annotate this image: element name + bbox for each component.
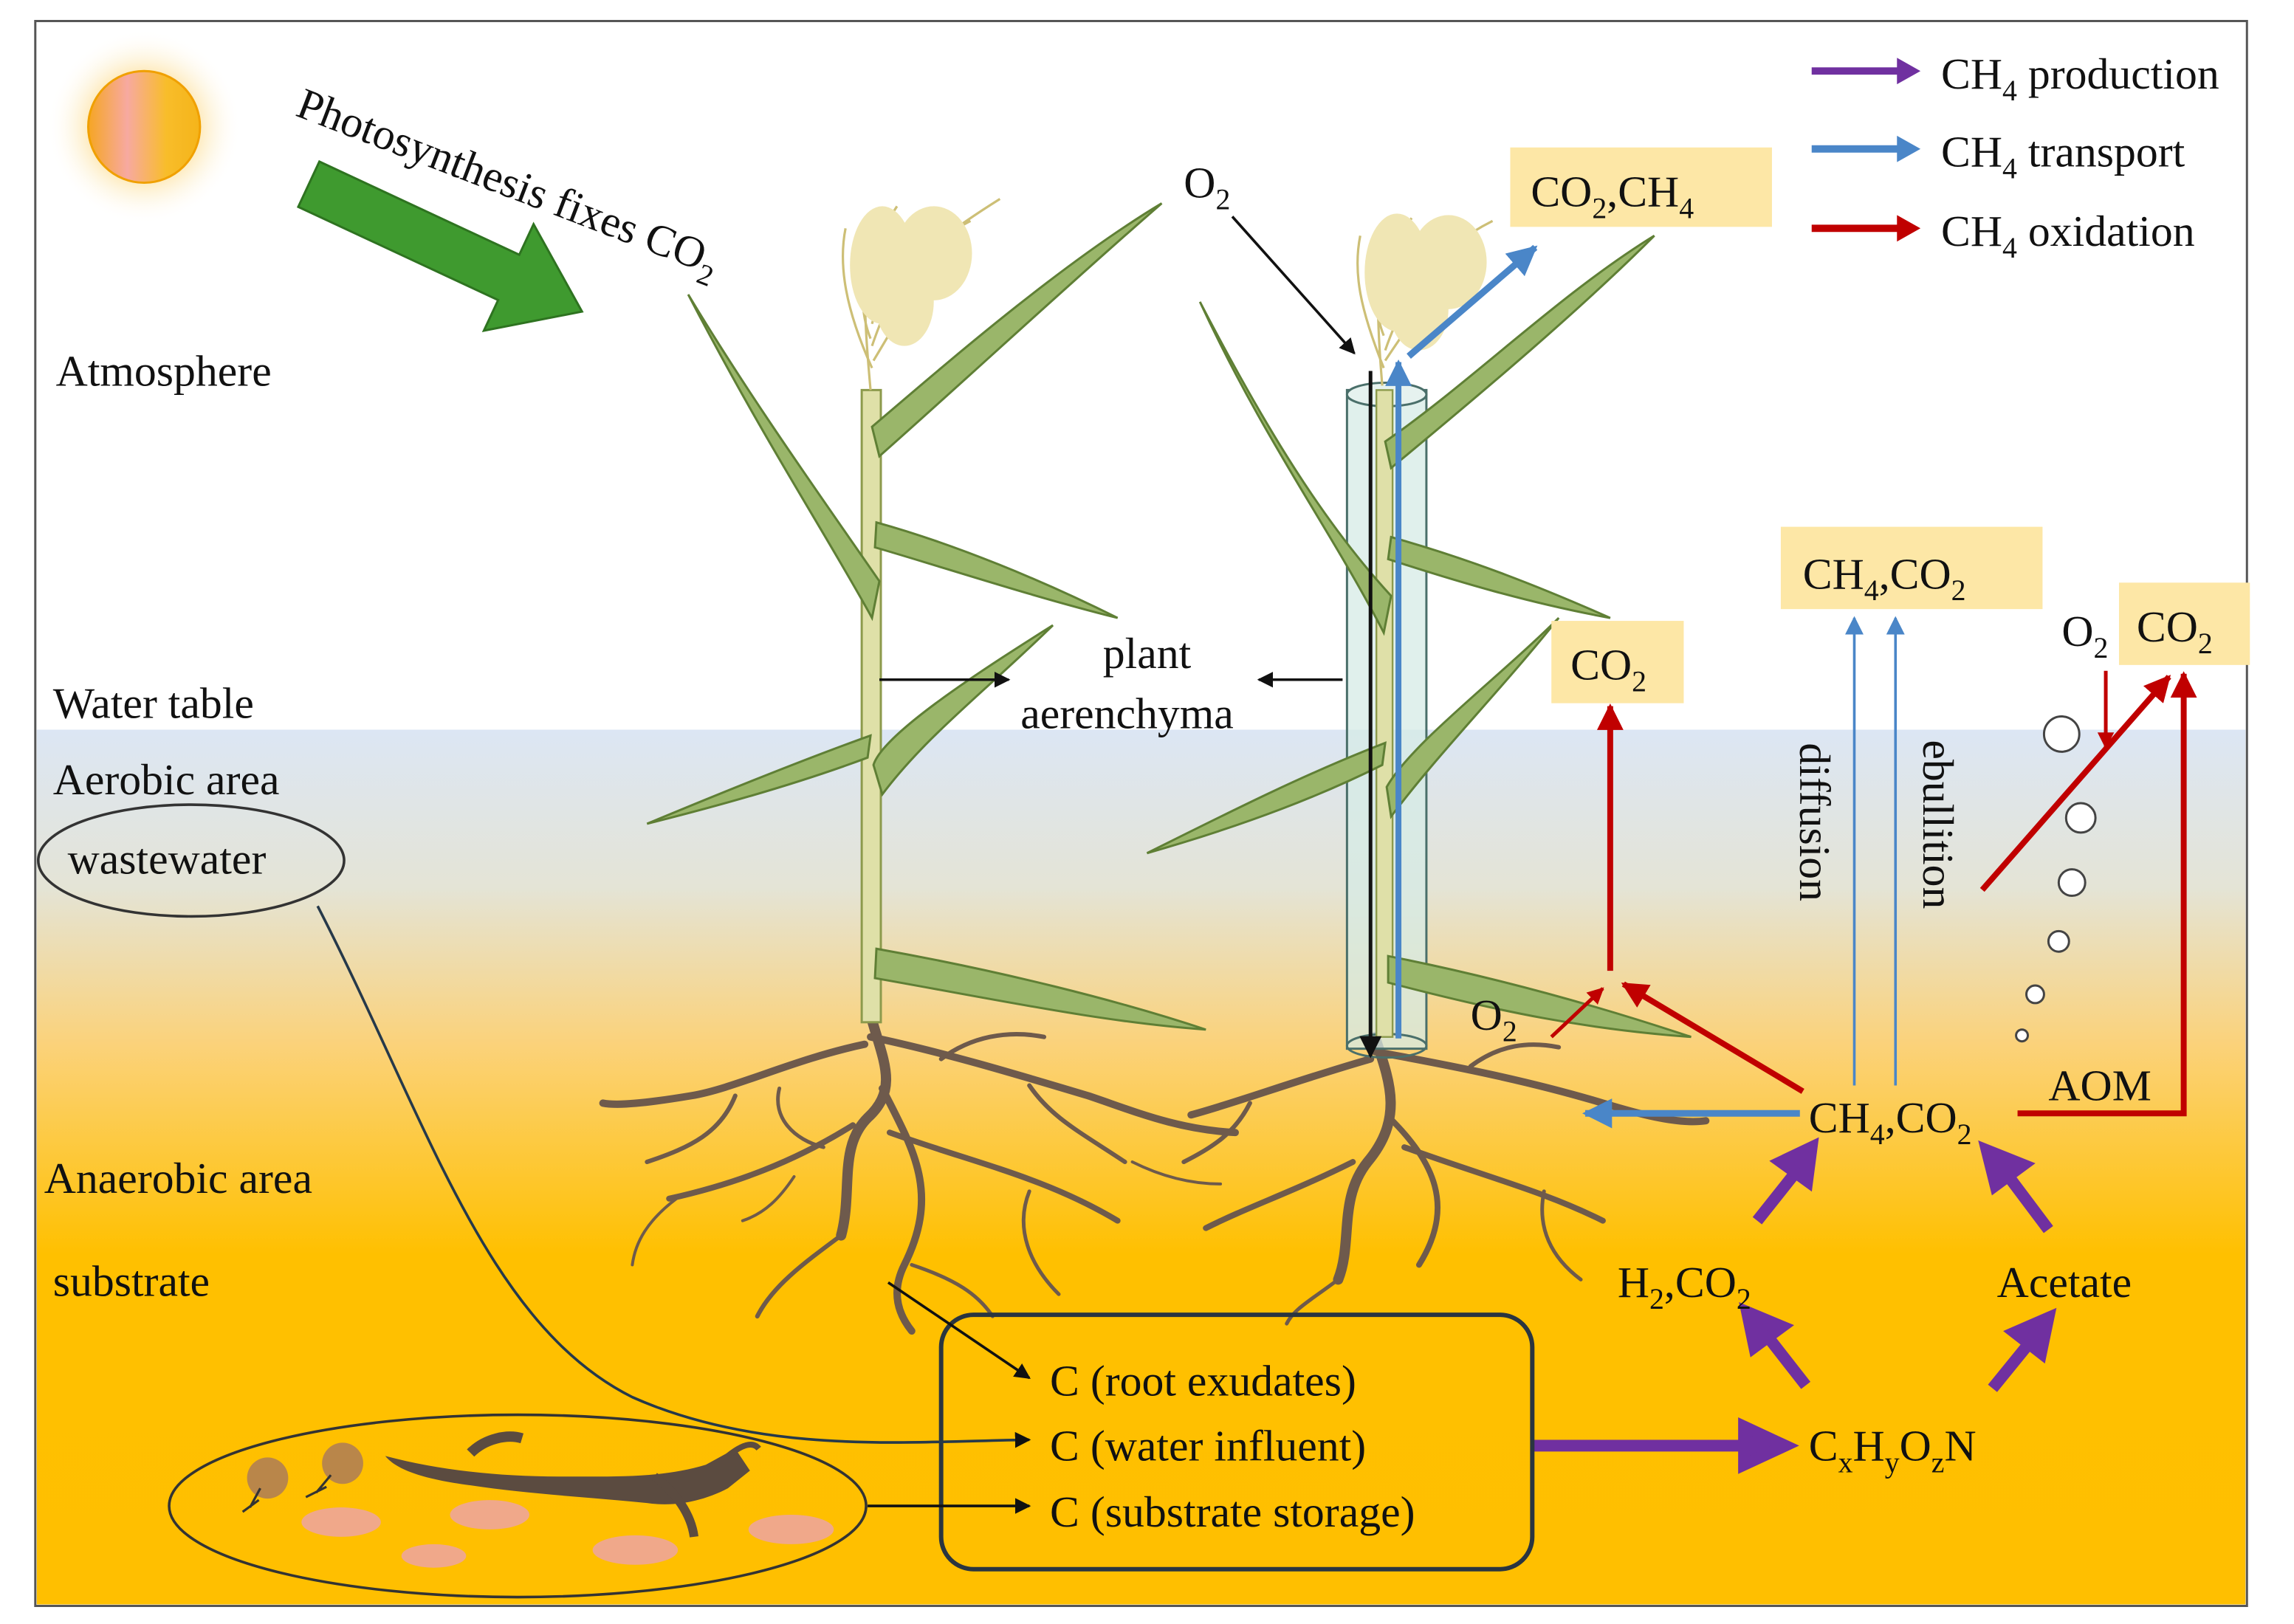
co2-box-right xyxy=(2118,582,2250,665)
photosynthesis-arrow xyxy=(296,159,584,333)
reed-plant-left xyxy=(599,198,1239,1335)
acetate-label: Acetate xyxy=(1997,1258,2132,1307)
o2-label-right: O2 xyxy=(2061,607,2108,664)
wastewater-pointer xyxy=(316,905,1031,1448)
legend-production: CH4 production xyxy=(1941,49,2219,107)
production-arrows xyxy=(1534,1137,2057,1474)
root-exudates-pointer xyxy=(887,1281,1031,1380)
emission-box-co2-ch4-label: CO2,CH4 xyxy=(1531,167,1694,224)
bubble-oxidation-arrow xyxy=(1979,675,2171,892)
o2-label-top: O2 xyxy=(1184,158,1230,216)
water-table-label: Water table xyxy=(53,679,254,728)
co2-box-left xyxy=(1551,621,1684,703)
emission-box-ch4-co2-label: CH4,CO2 xyxy=(1803,549,1966,607)
co2-box-right-label: CO2 xyxy=(2137,602,2213,660)
o2-into-plant-arrow xyxy=(1231,216,1356,355)
wastewater-ellipse xyxy=(36,803,346,918)
legend: CH4 production CH4 transport CH4 oxidati… xyxy=(1811,49,2219,264)
wastewater-label: wastewater xyxy=(68,835,267,884)
atmosphere-label: Atmosphere xyxy=(56,346,272,395)
legend-oxidation: CH4 oxidation xyxy=(1941,207,2195,264)
diffusion-label: diffusion xyxy=(1790,743,1839,901)
h2-co2-label: H2,CO2 xyxy=(1618,1258,1751,1315)
ch4-oxidation-diagonal-arrow xyxy=(1621,981,1804,1094)
emission-box-ch4-co2 xyxy=(1780,526,2043,610)
carbon-root-exudates: C (root exudates) xyxy=(1050,1357,1356,1405)
aerobic-area-label: Aerobic area xyxy=(53,755,280,804)
anaerobic-area-label: Anaerobic area xyxy=(44,1154,312,1202)
o2-aerobic-arrow xyxy=(1550,987,1604,1039)
ebullition-label: ebullition xyxy=(1914,740,1962,909)
legend-transport: CH4 transport xyxy=(1941,128,2185,185)
co2-box-left-label: CO2 xyxy=(1570,641,1646,698)
substrate-label: substrate xyxy=(53,1256,210,1305)
carbon-water-influent: C (water influent) xyxy=(1050,1421,1366,1470)
ebullition-bubbles xyxy=(2015,715,2097,1043)
substrate-storage-ellipse xyxy=(168,1413,868,1599)
aom-arrow xyxy=(2017,671,2197,1117)
organic-matter-label: CxHyOzN xyxy=(1809,1421,1977,1479)
aom-label: AOM xyxy=(2048,1061,2151,1109)
o2-label-aerobic: O2 xyxy=(1471,991,1517,1048)
plant-emission-arrow xyxy=(1407,244,1538,359)
reed-plant-right xyxy=(1146,213,1710,1326)
emission-box-co2-ch4 xyxy=(1510,147,1772,227)
plant-aerenchyma-label-1: plant xyxy=(1103,629,1192,678)
substrate-storage-icon xyxy=(241,1431,834,1568)
plant-aerenchyma-label-2: aerenchyma xyxy=(1020,689,1234,737)
carbon-substrate-storage: C (substrate storage) xyxy=(1050,1487,1415,1536)
ch4-co2-label: CH4,CO2 xyxy=(1809,1093,1972,1151)
sun-icon xyxy=(47,30,241,224)
